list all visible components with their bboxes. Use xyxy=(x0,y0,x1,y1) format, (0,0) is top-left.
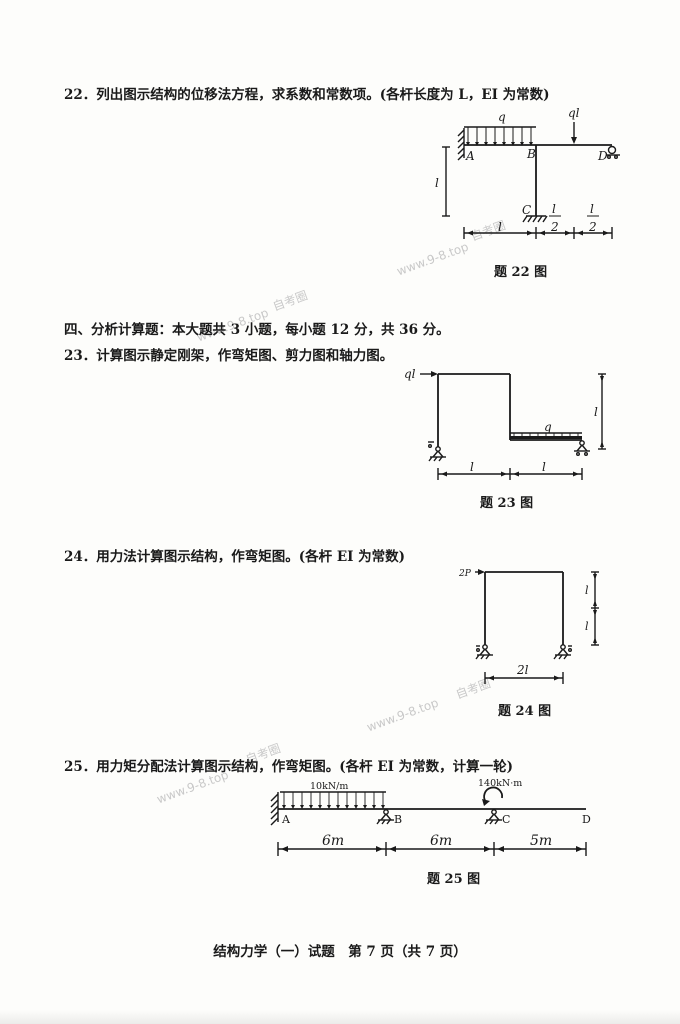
caption-24: 题 24 图 xyxy=(498,704,552,719)
section-4-heading: 四、分析计算题：本大题共 3 小题，每小题 12 分，共 36 分。 xyxy=(64,322,450,338)
span-cd-label: 5m xyxy=(530,833,552,849)
question-24-text: 24．用力法计算图示结构，作弯矩图。(各杆 EI 为常数) xyxy=(64,549,406,565)
figure-24: 2P l l 2l xyxy=(458,569,599,684)
half-denominator: 2 xyxy=(588,220,597,234)
node-b-label: B xyxy=(526,147,536,161)
height-l-label: l xyxy=(435,176,439,190)
page-footer: 结构力学（一）试题 第 7 页（共 7 页） xyxy=(213,944,467,960)
span-l-label: l xyxy=(470,460,474,474)
half-numerator: l xyxy=(552,202,556,216)
node-a-label: A xyxy=(281,813,291,826)
node-c-label: C xyxy=(522,203,531,217)
span-l-label: l xyxy=(498,220,502,234)
node-b-label: B xyxy=(394,813,402,826)
span-bc-label: 6m xyxy=(430,833,452,849)
moment-label: 140kN·m xyxy=(478,778,522,789)
half-numerator: l xyxy=(590,202,594,216)
load-2p-label: 2P xyxy=(458,569,472,579)
load-ql-label: ql xyxy=(404,367,416,381)
figure-25: 10kN/m 140kN·m A B C D 6m 6m 5m xyxy=(270,778,591,856)
caption-25: 题 25 图 xyxy=(427,872,481,887)
height-l-label: l xyxy=(594,405,598,419)
question-25-text: 25．用力矩分配法计算图示结构，作弯矩图。(各杆 EI 为常数，计算一轮) xyxy=(64,759,514,775)
scan-edge xyxy=(0,1010,680,1024)
height-l-label: l xyxy=(585,584,589,597)
span-ab-label: 6m xyxy=(322,833,344,849)
node-d-label: D xyxy=(597,149,608,163)
load-q-label: q xyxy=(544,420,552,434)
node-a-label: A xyxy=(465,149,475,163)
caption-22: 题 22 图 xyxy=(494,265,548,280)
half-denominator: 2 xyxy=(550,220,559,234)
span-2l-label: 2l xyxy=(516,663,529,677)
load-ql-label: ql xyxy=(568,106,580,120)
figure-23: ql q l l l xyxy=(404,367,606,480)
question-22-text: 22．列出图示结构的位移法方程，求系数和常数项。(各杆长度为 L，EI 为常数) xyxy=(64,87,550,103)
node-d-label: D xyxy=(582,813,591,826)
distributed-load-label: 10kN/m xyxy=(310,781,348,792)
watermark: www.9-8.top xyxy=(364,695,441,735)
node-c-label: C xyxy=(502,813,510,826)
watermark: 自考圈 xyxy=(270,288,310,314)
figure-22: q ql A B D C l l l 2 l 2 xyxy=(435,106,620,239)
caption-23: 题 23 图 xyxy=(480,496,534,511)
span-l-label: l xyxy=(542,460,546,474)
load-q-label: q xyxy=(498,110,506,124)
question-23-text: 23．计算图示静定刚架，作弯矩图、剪力图和轴力图。 xyxy=(64,348,394,364)
height-l-label: l xyxy=(585,620,589,633)
